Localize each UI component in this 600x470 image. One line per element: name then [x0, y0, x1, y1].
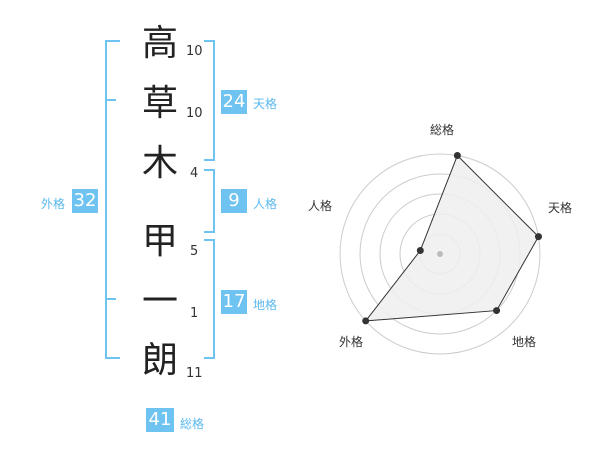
stroke-count-2: 10: [186, 106, 203, 121]
stroke-count-5: 1: [190, 306, 199, 321]
radar-point: [362, 317, 370, 325]
name-char-1: 高: [142, 23, 179, 64]
jinkaku-value: 9: [221, 189, 247, 213]
radar-point: [493, 307, 501, 315]
radar-center-dot: [437, 251, 443, 257]
radar-axis-label: 総格: [430, 122, 454, 137]
soukaku-label: 総格: [180, 417, 205, 431]
chikaku-label: 地格: [253, 298, 278, 312]
radar-axis-label: 人格: [308, 198, 332, 213]
stroke-count-3: 4: [190, 166, 199, 181]
radar-grid-ring: [339, 153, 541, 355]
gaikaku-label: 外格: [41, 197, 66, 211]
chikaku-value: 17: [221, 290, 247, 314]
soukaku-value: 41: [146, 408, 174, 432]
stroke-count-4: 5: [190, 244, 199, 259]
radar-area: [364, 154, 540, 322]
radar-point: [453, 152, 461, 160]
radar-axis-label: 外格: [339, 334, 363, 349]
radar-point: [416, 247, 424, 255]
jinkaku-label: 人格: [253, 197, 278, 211]
name-char-5: 一: [142, 281, 179, 322]
name-char-6: 朗: [142, 340, 179, 381]
stroke-count-1: 10: [186, 44, 203, 59]
radar-axis-label: 天格: [548, 200, 572, 215]
name-char-4: 甲: [142, 221, 179, 262]
name-char-2: 草: [142, 83, 179, 124]
radar-point: [534, 233, 542, 241]
gaikaku-value: 32: [72, 189, 98, 213]
tenkaku-value: 24: [221, 90, 247, 114]
stroke-count-6: 11: [186, 366, 203, 381]
name-char-3: 木: [142, 143, 179, 184]
tenkaku-label: 天格: [253, 97, 278, 111]
radar-axis-label: 地格: [512, 334, 536, 349]
